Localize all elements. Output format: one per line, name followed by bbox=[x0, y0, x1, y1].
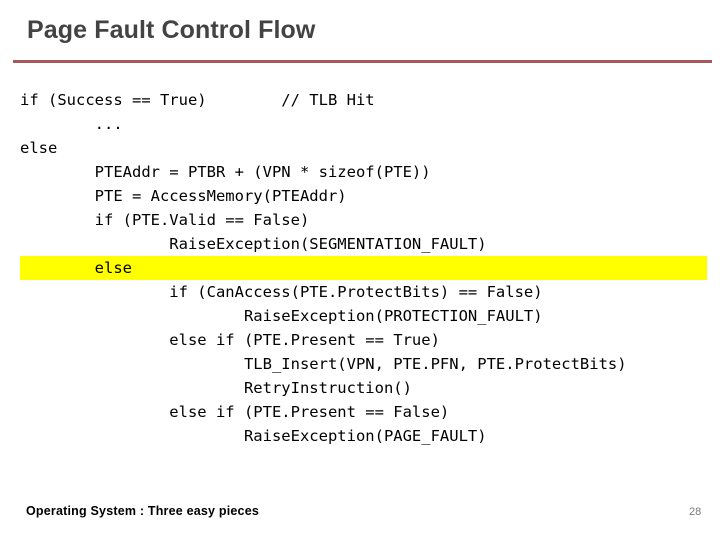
code-line-text: else bbox=[20, 139, 58, 157]
footer-book-title: Operating System : Three easy pieces bbox=[26, 504, 259, 518]
title-divider bbox=[13, 60, 712, 63]
slide-page-number: 28 bbox=[689, 506, 702, 518]
code-line-text: if (CanAccess(PTE.ProtectBits) == False) bbox=[20, 283, 543, 301]
code-line-text: PTE = AccessMemory(PTEAddr) bbox=[20, 187, 347, 205]
code-line-text: if (Success == True) // TLB Hit bbox=[20, 91, 375, 109]
code-line: RetryInstruction() bbox=[0, 376, 720, 400]
code-line-text: RetryInstruction() bbox=[20, 379, 412, 397]
page-title: Page Fault Control Flow bbox=[27, 16, 316, 44]
code-line-text: PTEAddr = PTBR + (VPN * sizeof(PTE)) bbox=[20, 163, 431, 181]
code-line: PTE = AccessMemory(PTEAddr) bbox=[0, 184, 720, 208]
code-line: else if (PTE.Present == True) bbox=[0, 328, 720, 352]
code-line: else if (PTE.Present == False) bbox=[0, 400, 720, 424]
code-line: if (PTE.Valid == False) bbox=[0, 208, 720, 232]
code-line-text: else if (PTE.Present == True) bbox=[20, 331, 440, 349]
code-line-text: RaiseException(PAGE_FAULT) bbox=[20, 427, 487, 445]
code-line: ... bbox=[0, 112, 720, 136]
code-line-text: ... bbox=[20, 115, 123, 133]
code-line-highlighted: else bbox=[20, 256, 707, 280]
code-line: RaiseException(PROTECTION_FAULT) bbox=[0, 304, 720, 328]
code-line: RaiseException(SEGMENTATION_FAULT) bbox=[0, 232, 720, 256]
code-line-text: TLB_Insert(VPN, PTE.PFN, PTE.ProtectBits… bbox=[20, 355, 627, 373]
code-line-text: if (PTE.Valid == False) bbox=[20, 211, 310, 229]
code-line-text: else if (PTE.Present == False) bbox=[20, 403, 450, 421]
code-line: TLB_Insert(VPN, PTE.PFN, PTE.ProtectBits… bbox=[0, 352, 720, 376]
code-line: RaiseException(PAGE_FAULT) bbox=[0, 424, 720, 448]
code-line: if (Success == True) // TLB Hit bbox=[0, 88, 720, 112]
code-line: if (CanAccess(PTE.ProtectBits) == False) bbox=[0, 280, 720, 304]
code-line: else bbox=[0, 136, 720, 160]
code-line-text: RaiseException(PROTECTION_FAULT) bbox=[20, 307, 543, 325]
code-block: if (Success == True) // TLB Hit ... else… bbox=[0, 88, 720, 448]
code-line-text: else bbox=[20, 259, 132, 277]
code-line: PTEAddr = PTBR + (VPN * sizeof(PTE)) bbox=[0, 160, 720, 184]
code-line-text: RaiseException(SEGMENTATION_FAULT) bbox=[20, 235, 487, 253]
